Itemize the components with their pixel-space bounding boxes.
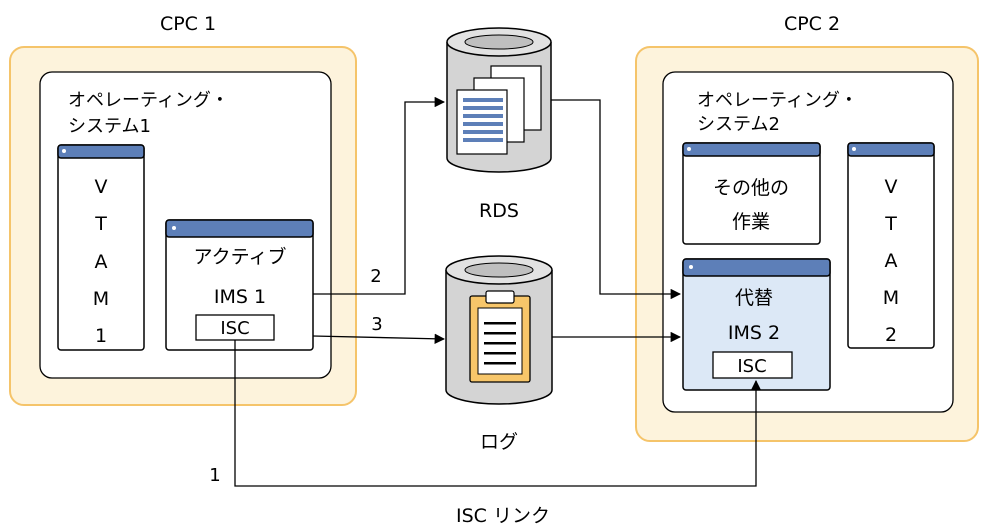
vtam2-letter: T xyxy=(884,213,897,235)
ims1-isc-box xyxy=(195,314,275,341)
connector-3 xyxy=(312,333,446,344)
vtam1-window: V T A M 1 xyxy=(57,144,145,351)
ims1-label-line1: アクティブ xyxy=(194,245,287,268)
cpc1-os-label-line1: オペレーティング・ xyxy=(68,90,229,111)
ims2-titlebar xyxy=(682,258,831,277)
other-work-titlebar xyxy=(682,142,821,157)
vtam1-letter: 1 xyxy=(95,325,107,347)
ims1-window: アクティブ IMS 1 ISC xyxy=(165,219,314,351)
ims2-window: 代替 IMS 2 ISC xyxy=(682,258,831,391)
connector-rds-to-ims2 xyxy=(551,99,682,300)
other-work-window: その他の 作業 xyxy=(682,142,821,245)
rds-label: RDS xyxy=(479,200,519,222)
vtam1-titlebar xyxy=(57,144,145,159)
vtam2-window: V T A M 2 xyxy=(847,142,935,349)
vtam2-letter: A xyxy=(885,250,898,272)
ims1-isc-label: ISC xyxy=(220,318,249,339)
cpc2-os-label-line2: システム2 xyxy=(697,114,780,135)
vtam1-letter: A xyxy=(95,251,108,273)
isc-link-connector xyxy=(234,340,762,487)
cpc2-title: CPC 2 xyxy=(784,13,840,35)
log-label: ログ xyxy=(480,431,518,453)
cpc2-os-label-line1: オペレーティング・ xyxy=(697,90,858,111)
ims1-label-line2: IMS 1 xyxy=(214,286,266,308)
rds-database-icon xyxy=(446,27,552,173)
connector-label-3: 3 xyxy=(371,314,382,335)
ims2-label-line1: 代替 xyxy=(735,287,773,309)
ims2-isc-box xyxy=(712,351,793,379)
connector-label-1: 1 xyxy=(209,465,220,486)
vtam1-letter: T xyxy=(94,213,107,235)
other-work-line2: 作業 xyxy=(732,211,770,233)
vtam1-letter: V xyxy=(95,176,108,198)
cpc1-os-label-line2: システム1 xyxy=(68,116,151,137)
other-work-line1: その他の xyxy=(713,177,789,199)
vtam1-letter: M xyxy=(93,288,109,310)
vtam2-letter: 2 xyxy=(885,324,897,346)
ims2-label-line2: IMS 2 xyxy=(728,322,780,344)
connector-2 xyxy=(313,96,446,295)
cpc1-title: CPC 1 xyxy=(160,13,216,35)
vtam2-letter: V xyxy=(885,176,898,198)
vtam2-letter: M xyxy=(883,287,899,309)
connector-label-2: 2 xyxy=(370,266,381,287)
isc-link-label: ISC リンク xyxy=(456,505,550,527)
ims2-isc-label: ISC xyxy=(737,356,766,377)
vtam2-titlebar xyxy=(847,142,935,157)
log-database-icon xyxy=(445,255,553,405)
ims1-titlebar xyxy=(165,219,314,238)
